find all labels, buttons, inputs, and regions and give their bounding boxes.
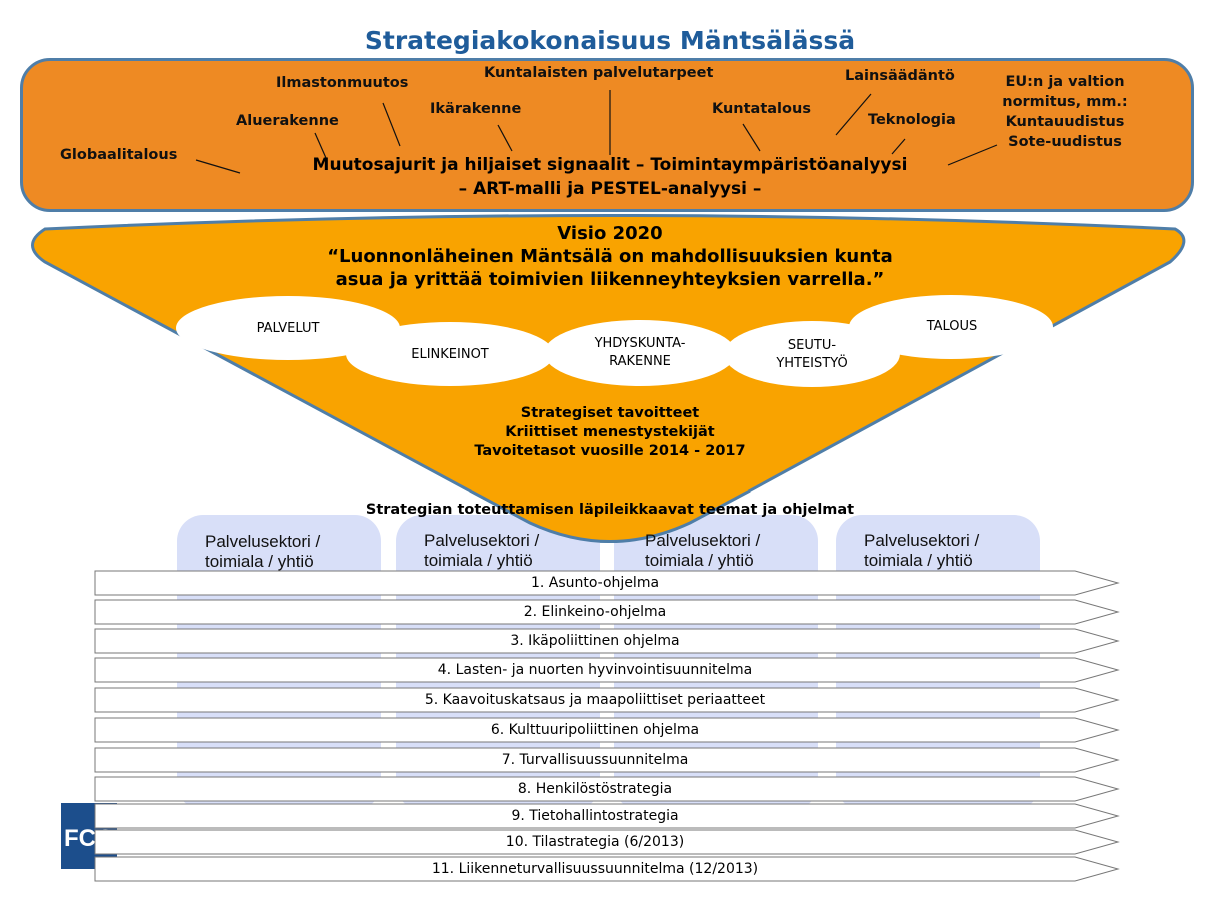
connector-line (382, 102, 401, 147)
column-label-line: toimiala / yhtiö (424, 551, 533, 570)
sector-column-label: Palvelusektori / toimiala / yhtiö (864, 531, 1068, 571)
program-arrow (94, 803, 1120, 829)
eu-note-line: EU:n ja valtion (1005, 74, 1125, 90)
program-7: 7. Turvallisuussuunnitelma (501, 752, 689, 768)
program-11: 11. Liikenneturvallisuussuunnitelma (12/… (431, 861, 759, 877)
program-arrow (94, 687, 1120, 713)
program-arrow (94, 829, 1120, 855)
sector-column-label: Palvelusektori / toimiala / yhtiö (424, 531, 628, 571)
program-9: 9. Tietohallintostrategia (511, 808, 679, 824)
program-1: 1. Asunto-ohjelma (530, 575, 660, 591)
driver-teknologia: Teknologia (868, 112, 956, 128)
analysis-line: – ART-malli ja PESTEL-analyysi – (458, 179, 762, 199)
program-arrow (94, 657, 1120, 683)
vision-line: “Luonnonläheinen Mäntsälä on mahdollisuu… (327, 246, 893, 267)
connector-line (195, 159, 241, 174)
environment-analysis-text: Muutosajurit ja hiljaiset signaalit – To… (0, 153, 1220, 201)
connector-line (891, 138, 906, 155)
program-arrow (94, 747, 1120, 773)
column-label-line: Palvelusektori / (864, 531, 980, 550)
analysis-line: Muutosajurit ja hiljaiset signaalit – To… (312, 155, 908, 175)
eu-note-line: normitus, mm.: (1002, 94, 1128, 110)
ellipse-elinkeinot (346, 322, 554, 386)
ellipse-yhdyskuntarakenne (544, 320, 736, 386)
eu-normitus-note: EU:n ja valtion normitus, mm.: Kuntauudi… (975, 72, 1155, 152)
funnel-tip (470, 490, 750, 542)
vision-heading: Visio 2020 (557, 223, 663, 244)
program-8: 8. Henkilöstöstrategia (517, 781, 673, 797)
environment-box (20, 58, 1194, 212)
driver-kuntalaisten-palvelutarpeet: Kuntalaisten palvelutarpeet (484, 65, 714, 81)
driver-aluerakenne: Aluerakenne (236, 113, 339, 129)
funnel-tip-border (469, 489, 751, 543)
program-arrow (94, 628, 1120, 654)
sector-column-label: Palvelusektori / toimiala / yhtiö (205, 532, 409, 572)
focus-talous: TALOUS (926, 319, 978, 334)
goal-line: Tavoitetasot vuosille 2014 - 2017 (474, 443, 746, 459)
sector-column-label: Palvelusektori / toimiala / yhtiö (645, 531, 849, 571)
ellipse-talous (849, 295, 1053, 359)
connector-line (835, 93, 872, 136)
driver-globaalitalous: Globaalitalous (60, 147, 178, 163)
eu-note-line: Sote-uudistus (1008, 134, 1122, 150)
column-label-line: toimiala / yhtiö (205, 552, 314, 571)
focus-seutuyhteistyo: SEUTU- YHTEISTYÖ (727, 337, 897, 373)
column-label-line: toimiala / yhtiö (645, 551, 754, 570)
program-3: 3. Ikäpoliittinen ohjelma (510, 633, 680, 649)
program-arrow (94, 570, 1120, 596)
eu-note-line: Kuntauudistus (1005, 114, 1125, 130)
focus-line: SEUTU- (787, 338, 837, 353)
program-arrow (94, 717, 1120, 743)
connector-line (742, 123, 761, 152)
program-4: 4. Lasten- ja nuorten hyvinvointisuunnit… (437, 662, 753, 678)
vision-line: asua ja yrittää toimivien liikenneyhteyk… (335, 269, 885, 290)
vision-statement: Visio 2020 “Luonnonläheinen Mäntsälä on … (0, 222, 1220, 291)
connector-line (314, 132, 327, 159)
strategic-goals: Strategiset tavoitteet Kriittiset menest… (0, 404, 1220, 461)
program-arrow (94, 856, 1120, 882)
column-label-line: Palvelusektori / (645, 531, 761, 550)
focus-yhdyskuntarakenne: YHDYSKUNTA- RAKENNE (545, 335, 735, 371)
column-label-line: toimiala / yhtiö (864, 551, 973, 570)
focus-line: YHTEISTYÖ (776, 356, 848, 371)
program-arrow (94, 599, 1120, 625)
column-label-line: Palvelusektori / (205, 532, 321, 551)
focus-elinkeinot: ELINKEINOT (411, 347, 489, 362)
focus-palvelut: PALVELUT (256, 321, 320, 336)
page-title: Strategiakokonaisuus Mäntsälässä (364, 26, 856, 55)
focus-line: RAKENNE (609, 354, 671, 369)
connector-line (947, 144, 998, 166)
connector-line (497, 124, 513, 152)
driver-lainsaadanto: Lainsäädäntö (845, 68, 955, 84)
program-2: 2. Elinkeino-ohjelma (523, 604, 667, 620)
program-arrow (94, 776, 1120, 802)
program-10: 10. Tilastrategia (6/2013) (505, 834, 685, 850)
driver-ilmastonmuutos: Ilmastonmuutos (276, 75, 409, 91)
program-6: 6. Kulttuuripoliittinen ohjelma (490, 722, 700, 738)
driver-kuntatalous: Kuntatalous (712, 101, 811, 117)
themes-header: Strategian toteuttamisen läpileikkaavat … (365, 502, 855, 518)
program-5: 5. Kaavoituskatsaus ja maapoliittiset pe… (424, 692, 766, 708)
driver-ikarakenne: Ikärakenne (430, 101, 522, 117)
focus-line: YHDYSKUNTA- (594, 336, 686, 351)
column-label-line: Palvelusektori / (424, 531, 540, 550)
goal-line: Strategiset tavoitteet (520, 405, 700, 421)
goal-line: Kriittiset menestystekijät (505, 424, 715, 440)
ellipse-palvelut (176, 296, 400, 360)
